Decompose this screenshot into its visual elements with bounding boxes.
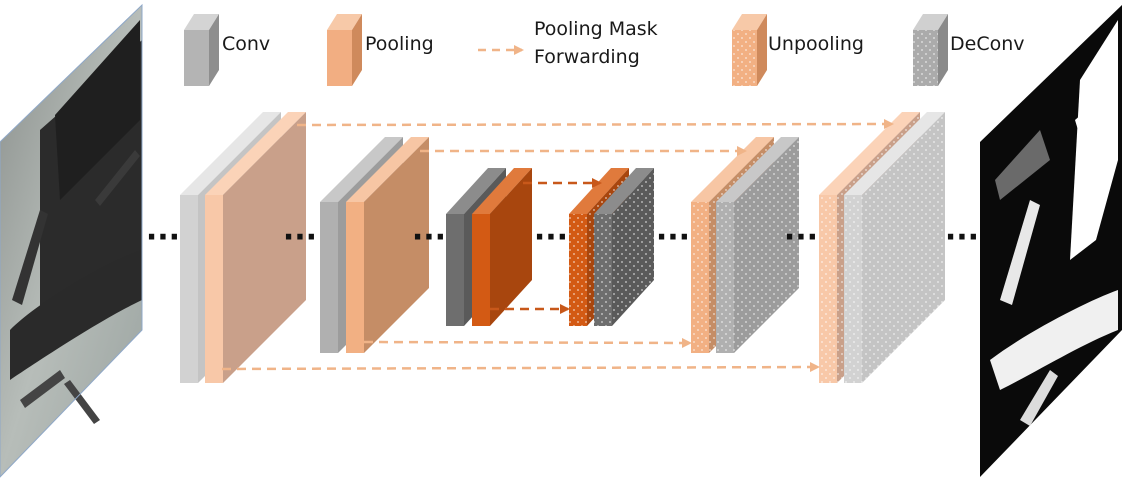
input-image xyxy=(0,3,143,478)
mask-arrow-level2-bottom xyxy=(363,337,692,348)
output-mask xyxy=(980,5,1122,477)
ellipsis-7: ··· xyxy=(945,220,979,255)
ellipsis-6: ··· xyxy=(784,220,818,255)
legend-deconv-label: DeConv xyxy=(950,33,1025,55)
mask-arrow-level1-top xyxy=(296,119,894,130)
legend-deconv-swatch xyxy=(913,14,948,86)
encoder-pool-block-3 xyxy=(472,168,532,326)
legend-pooling-label: Pooling xyxy=(365,33,434,55)
ellipsis-5: ··· xyxy=(656,220,690,255)
encoder-pool-block-1 xyxy=(205,112,306,383)
decoder-deconv-block-2 xyxy=(716,137,799,353)
legend-unpooling-swatch xyxy=(732,14,767,86)
legend-mask-label-line2: Forwarding xyxy=(534,46,640,68)
encoder-pool-block-2 xyxy=(346,137,429,353)
legend-conv-swatch xyxy=(184,14,219,86)
ellipsis-4: ··· xyxy=(534,220,568,255)
legend-pooling-swatch xyxy=(327,14,362,86)
ellipsis-3: ··· xyxy=(412,220,446,255)
legend-unpooling-label: Unpooling xyxy=(768,33,864,55)
decoder-deconv-block-1 xyxy=(844,112,945,383)
legend-mask-label-line1: Pooling Mask xyxy=(534,18,658,40)
mask-arrow-level1-bottom xyxy=(221,362,820,373)
decoder-deconv-block-3 xyxy=(594,168,654,326)
ellipsis-2: ··· xyxy=(283,220,317,255)
legend-conv-label: Conv xyxy=(222,33,271,55)
ellipsis-1: ··· xyxy=(146,220,180,255)
